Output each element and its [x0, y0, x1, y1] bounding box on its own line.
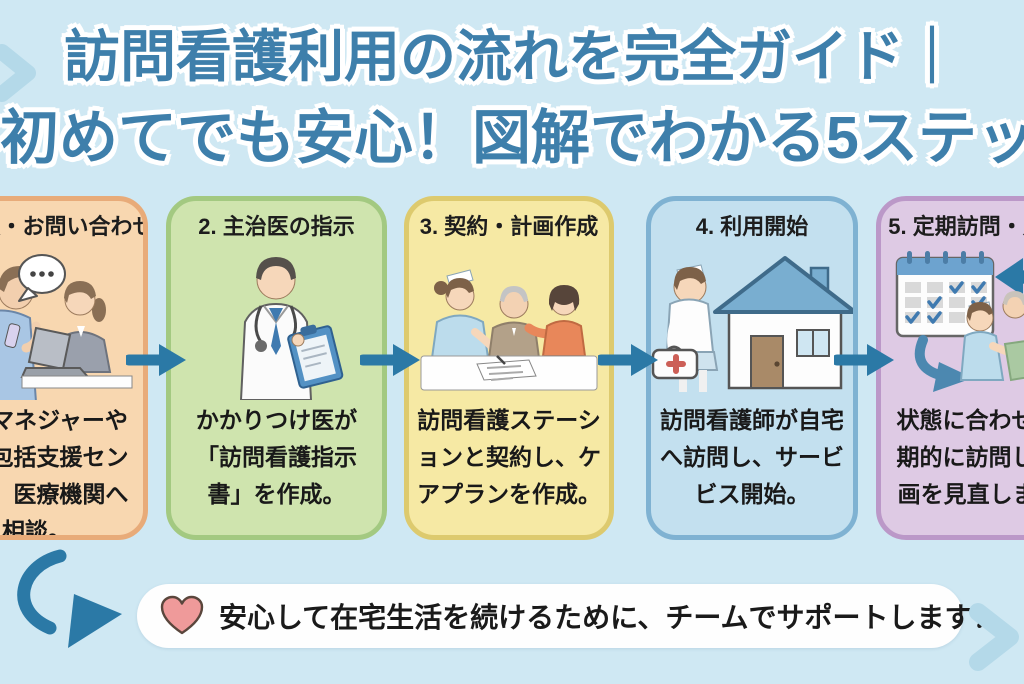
curved-down-arrow-icon	[0, 548, 150, 660]
phone-icon	[4, 323, 21, 348]
step-description: 訪問看護師が自宅 へ訪問し、サービ ビス開始。	[660, 407, 844, 507]
family-hair	[548, 285, 580, 311]
nurse-home-visit-illustration	[651, 244, 853, 400]
step-description: ケアマネジャーや 地域包括支援セン ター、医療機関へ 相談。	[0, 407, 129, 540]
house-roof	[713, 256, 853, 314]
step-title: 3. 契約・計画作成	[419, 214, 599, 239]
nurse-arm	[667, 314, 682, 352]
stethoscope-chestpiece	[255, 340, 267, 352]
step-card-consultation: 1. 相談・お問い合わせ	[0, 196, 148, 540]
periodic-visit-review-illustration	[881, 244, 1024, 400]
contract-paper	[476, 359, 537, 381]
step-title: 4. 利用開始	[695, 214, 809, 239]
calendar-rings	[907, 251, 984, 264]
nurse-hair	[674, 267, 706, 290]
doctor-hand	[291, 333, 305, 347]
step-card-contract: 3. 契約・計画作成	[404, 196, 614, 540]
step-title: 5. 定期訪問・見直し	[888, 214, 1024, 239]
step-description: かかりつけ医が 「訪問看護指示 書」を作成。	[195, 407, 358, 507]
flow-arrow-4-icon	[834, 342, 896, 378]
contract-signing-illustration	[409, 244, 609, 400]
laptop-screen	[27, 326, 72, 371]
flow-arrow-2-icon	[360, 342, 422, 378]
cycle-left-arrow	[995, 258, 1024, 296]
nurse-top	[430, 314, 490, 359]
nurse-bun	[434, 281, 448, 295]
family-top	[541, 320, 587, 357]
step-title: 2. 主治医の指示	[198, 214, 355, 239]
doctor-tie	[269, 308, 283, 355]
chevron-right-icon	[0, 44, 42, 102]
receptionist-ponytail	[92, 298, 106, 322]
page-title: 訪問看護利用の流れを完全ガイド｜ 初めてでも安心！図解でわかる5ステップ	[0, 26, 1024, 170]
nurse-hair	[446, 278, 474, 298]
elderly-hair	[500, 286, 528, 302]
step-title: 1. 相談・お問い合わせ	[0, 214, 148, 239]
patient-blanket	[1003, 340, 1024, 382]
phone-consultation-illustration	[0, 244, 143, 400]
flow-arrow-3-icon	[598, 342, 660, 378]
pen	[496, 355, 506, 365]
nurse-top	[959, 331, 1005, 381]
step-card-periodic-review: 5. 定期訪問・見直し	[876, 196, 1024, 540]
step-description: 訪問看護ステーシ ョンと契約し、ケ アプランを作成。	[417, 407, 601, 507]
step-card-service-start: 4. 利用開始	[646, 196, 858, 540]
doctor-hair	[256, 257, 296, 280]
red-cross	[666, 354, 686, 374]
nurse-uniform	[665, 298, 715, 353]
receptionist-hair	[64, 281, 96, 303]
stethoscope	[254, 305, 263, 343]
step-description: 状態に合わせて定 期的に訪問し、計 画を見直します。	[896, 407, 1024, 507]
page-title-line1: 訪問看護利用の流れを完全ガイド｜	[64, 25, 960, 88]
chevron-right-icon	[968, 600, 1024, 672]
speech-bubble-dots	[30, 271, 54, 277]
review-swoosh-head	[933, 362, 973, 392]
support-banner: 安心して在宅生活を続けるために、チームでサポートします！	[137, 584, 1000, 648]
heart-icon	[160, 595, 204, 635]
page-title-line2: 初めてでも安心！図解でわかる5ステップ	[0, 104, 1024, 171]
nurse-hair	[967, 302, 993, 321]
patient-hair	[1003, 291, 1024, 305]
support-message: 安心して在宅生活を続けるために、チームでサポートします！	[219, 602, 1001, 633]
doctor-writing-order-illustration	[171, 244, 382, 400]
desk	[21, 375, 133, 389]
flow-arrow-1-icon	[126, 342, 188, 378]
step-card-doctor-order: 2. 主治医の指示 かかりつけ医が	[166, 196, 387, 540]
